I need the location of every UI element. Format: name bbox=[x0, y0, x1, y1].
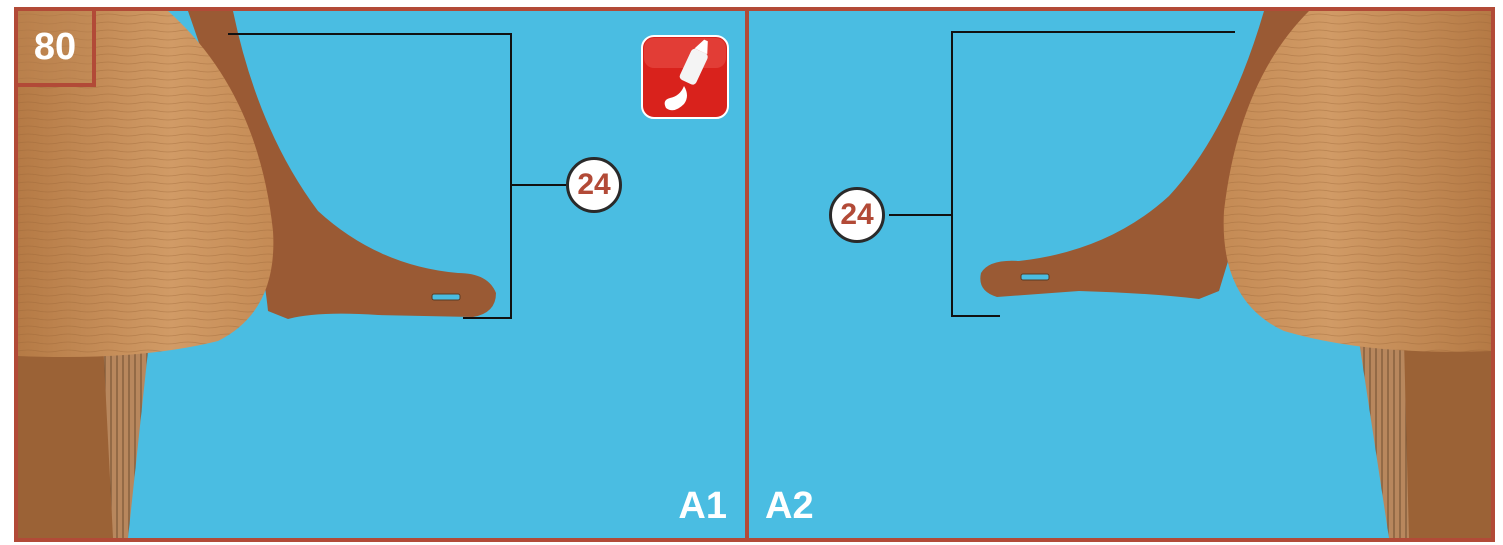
panel-a2-illustration bbox=[749, 11, 1491, 538]
glue-bottle-icon bbox=[640, 34, 730, 120]
panel-label-a1: A1 bbox=[678, 485, 727, 528]
stem-slot bbox=[1021, 274, 1049, 280]
lower-frame bbox=[1404, 341, 1491, 538]
panel-label-a2: A2 bbox=[765, 485, 814, 528]
step-number-badge: 80 bbox=[18, 11, 96, 87]
lower-frame bbox=[18, 341, 113, 538]
panel-a2: 24 A2 bbox=[749, 11, 1491, 538]
part-callout-24: 24 bbox=[566, 157, 622, 213]
panel-a1-illustration bbox=[18, 11, 745, 538]
part-callout-24: 24 bbox=[829, 187, 885, 243]
assembly-diagram: 80 24 A1 bbox=[14, 7, 1495, 542]
stem-slot bbox=[432, 294, 460, 300]
panel-a1: 80 24 A1 bbox=[18, 11, 745, 538]
